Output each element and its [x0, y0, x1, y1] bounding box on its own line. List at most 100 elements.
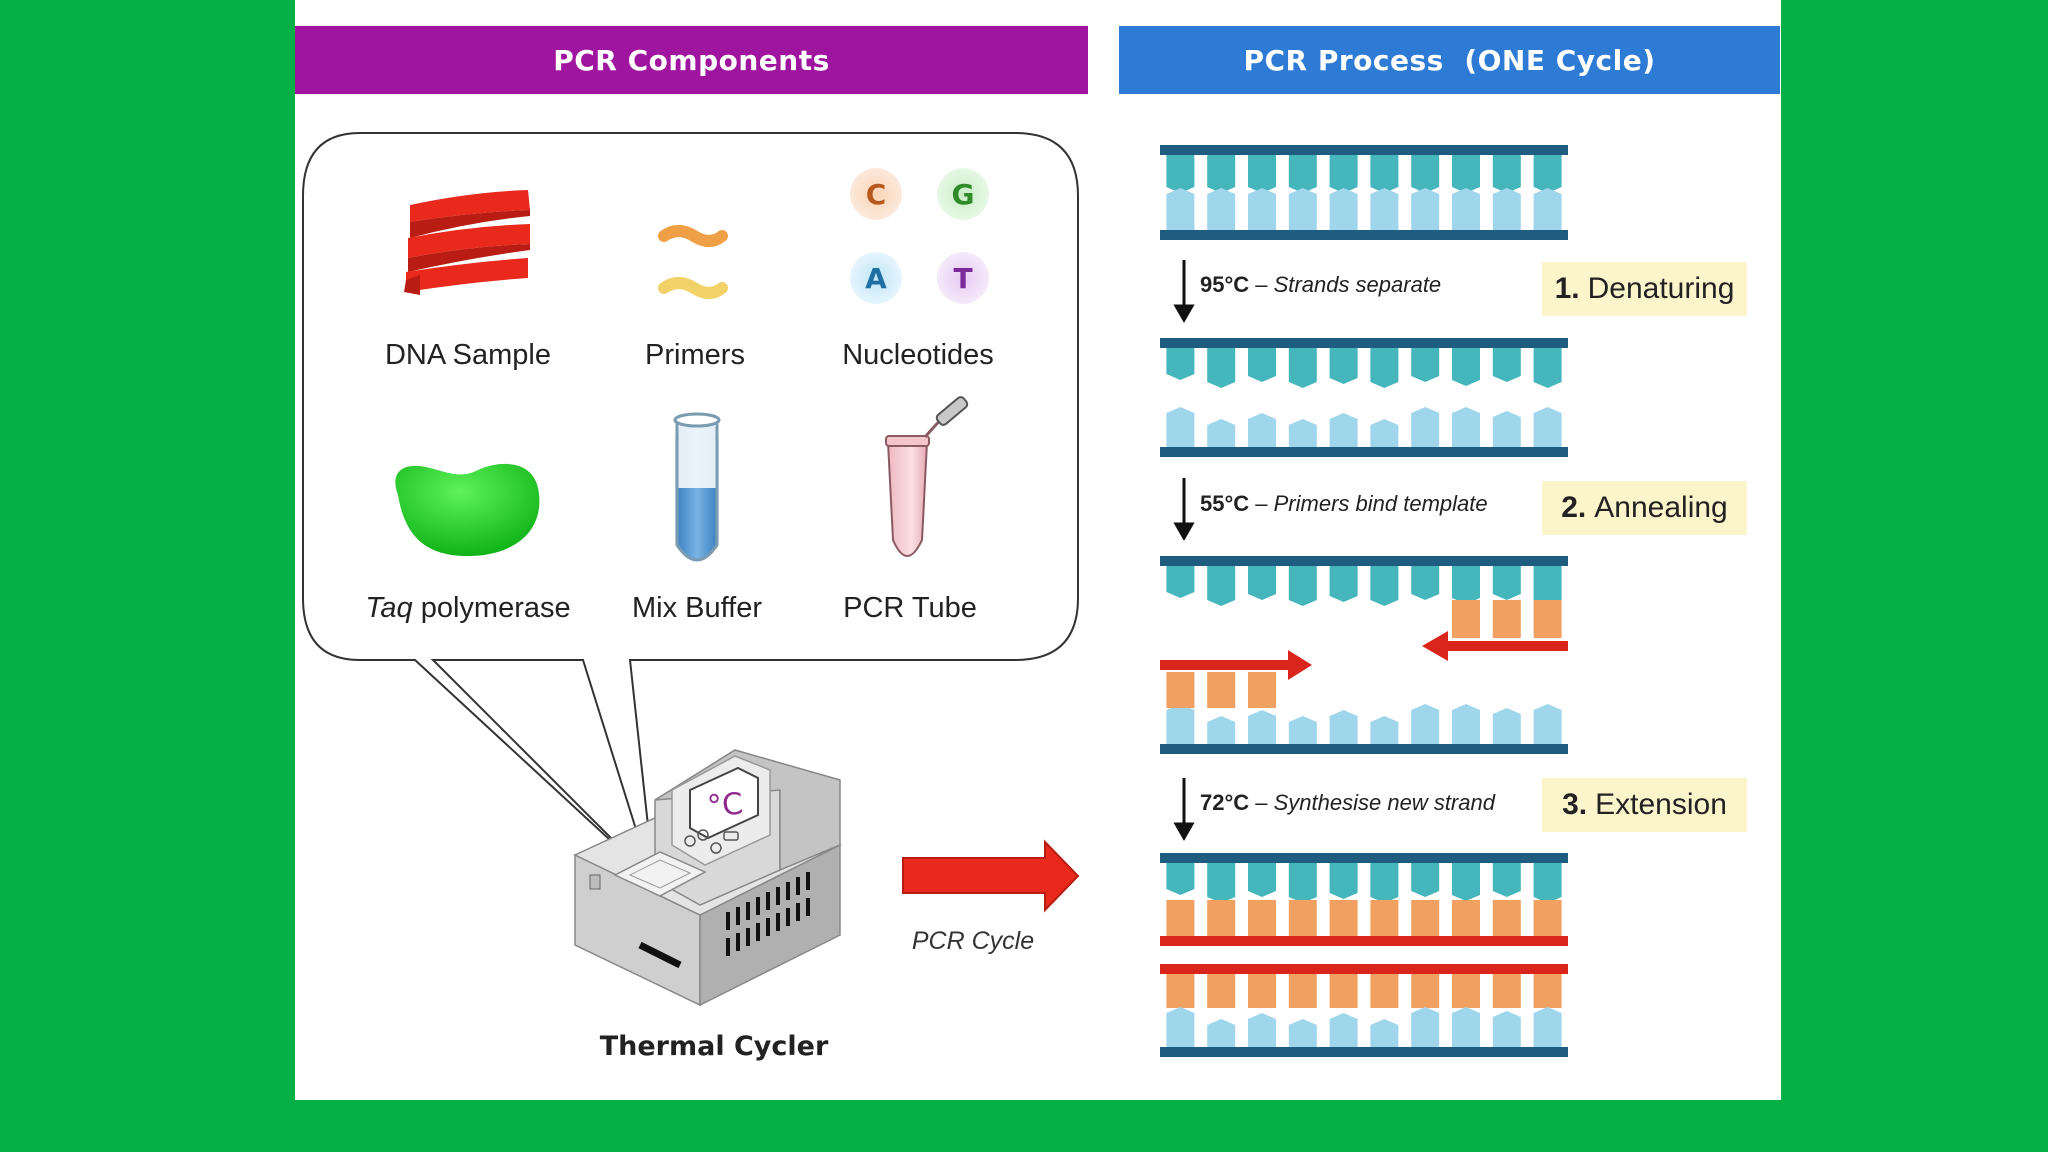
pcr-process-header: PCR Process (ONE Cycle): [1119, 26, 1780, 94]
stage-annealing: 2.Annealing: [1542, 481, 1747, 535]
thermal-display-text: °C: [706, 787, 745, 825]
ds2-bottom-base: [1166, 407, 1195, 447]
ds2-top-base: [1411, 348, 1440, 382]
ds3-top-base: [1248, 566, 1276, 600]
step-1-desc: Strands separate: [1273, 272, 1442, 297]
step-3-desc: Synthesise new strand: [1273, 790, 1495, 815]
stage-2-num: 2.: [1561, 491, 1587, 524]
reverse-primer-arrow: [1422, 631, 1568, 661]
ds4-bottom-base: [1207, 1019, 1236, 1047]
ds2-top-base: [1370, 348, 1399, 388]
ds4-new-base: [1288, 974, 1317, 1008]
ds4-new-base: [1492, 974, 1521, 1008]
ds1-top-base: [1207, 155, 1236, 193]
ds2-top-backbone: [1160, 338, 1568, 348]
ds3-primer-base: [1533, 600, 1562, 638]
ds2-bottom-base: [1329, 413, 1358, 447]
nucleotide-a: A: [865, 262, 887, 295]
ds4-top-base: [1411, 863, 1440, 897]
ds1-bottom-backbone: [1160, 230, 1568, 240]
taq-rest: polymerase: [412, 592, 571, 624]
ds4-top-backbone: [1160, 853, 1568, 863]
ds3-top-base: [1166, 566, 1195, 598]
primers-label: Primers: [645, 339, 745, 371]
ds3-bottom-base: [1166, 704, 1195, 744]
pcr-tube-icon: [885, 396, 969, 557]
ds2-bottom-base: [1492, 411, 1521, 447]
ds2-bottom-base: [1452, 407, 1480, 447]
ds4-bottom-backbone: [1160, 1047, 1568, 1057]
nucleotide-c: C: [866, 178, 887, 211]
ds4-bottom-base: [1492, 1011, 1521, 1047]
ds3-bottom-backbone: [1160, 744, 1568, 754]
ds3-top-base: [1207, 566, 1236, 606]
nucleotides-icon: C G A T: [850, 168, 989, 304]
ds2-top-base: [1533, 348, 1562, 388]
ds4-new-base: [1166, 974, 1195, 1008]
ds1-top-base: [1166, 155, 1195, 193]
ds4-bottom-base: [1452, 1007, 1480, 1047]
ds4-new-base: [1411, 900, 1440, 936]
ds4-new-base: [1207, 974, 1236, 1008]
ds3-bottom-base: [1452, 704, 1480, 744]
ds4-top-base: [1533, 863, 1562, 903]
ds3-bottom-base: [1248, 710, 1276, 744]
ds4-new-base: [1329, 900, 1358, 936]
ds3-top-backbone: [1160, 556, 1568, 566]
ds3-primer-base: [1166, 672, 1195, 708]
ds2-top-base: [1248, 348, 1276, 382]
ds1-bottom-base: [1492, 188, 1521, 230]
ds2-bottom-backbone: [1160, 447, 1568, 457]
ds4-top-base: [1370, 863, 1399, 903]
ds1-top-base: [1533, 155, 1562, 193]
ds1-top-base: [1288, 155, 1317, 193]
dna-sample-label: DNA Sample: [384, 339, 552, 371]
primers-icon: [658, 225, 728, 299]
ds4-bottom-base: [1166, 1007, 1195, 1047]
ds2-top-base: [1452, 348, 1480, 386]
ds1-top-base: [1452, 155, 1480, 193]
ds1-top-base: [1370, 155, 1399, 193]
ds2-bottom-base: [1207, 419, 1236, 447]
step-1-temp: 95°C: [1200, 272, 1250, 297]
ds2-top-base: [1492, 348, 1521, 382]
ds3-bottom-base: [1329, 710, 1358, 744]
ds4-top-base: [1329, 863, 1358, 899]
ds1-top-base: [1248, 155, 1276, 193]
ds4-bottom-base: [1533, 1007, 1562, 1047]
ds1-top-base: [1411, 155, 1440, 193]
ds3-top-base: [1288, 566, 1317, 606]
ds3-primer-base: [1492, 600, 1521, 638]
pcr-tube-label: PCR Tube: [843, 592, 977, 624]
ds4-top-base: [1248, 863, 1276, 897]
stage-2-name: Annealing: [1594, 491, 1728, 524]
forward-primer-arrow: [1160, 650, 1312, 680]
nucleotide-g: G: [952, 178, 975, 211]
dna-strand-diagrams: [1160, 145, 1568, 1057]
ds3-top-base: [1533, 566, 1562, 606]
mix-buffer-icon: [673, 412, 721, 562]
ds4-top-base: [1492, 863, 1521, 897]
ds4-new-base: [1207, 900, 1236, 936]
stage-denaturing: 1.Denaturing: [1542, 262, 1747, 316]
taq-polymerase-label: Taq polymerase: [365, 592, 570, 625]
ds2-bottom-base: [1533, 407, 1562, 447]
ds3-top-base: [1329, 566, 1358, 602]
ds4-top-base: [1207, 863, 1236, 903]
ds1-top-backbone: [1160, 145, 1568, 155]
taq-italic: Taq: [365, 592, 413, 624]
mix-buffer-label: Mix Buffer: [631, 592, 763, 624]
ds4-new-strand-b: [1160, 964, 1568, 974]
ds2-top-base: [1207, 348, 1236, 388]
ds2-bottom-base: [1370, 419, 1399, 447]
step-arrows: [1173, 260, 1195, 842]
ds1-bottom-base: [1288, 188, 1317, 230]
step-1-annotation: 95°C – Strands separate: [1200, 272, 1441, 298]
ds4-new-base: [1370, 974, 1399, 1008]
ds4-bottom-base: [1370, 1019, 1399, 1047]
step-3-annotation: 72°C – Synthesise new strand: [1200, 790, 1495, 816]
nucleotides-label: Nucleotides: [842, 339, 994, 371]
ds4-new-base: [1533, 974, 1562, 1008]
ds1-bottom-base: [1248, 188, 1276, 230]
